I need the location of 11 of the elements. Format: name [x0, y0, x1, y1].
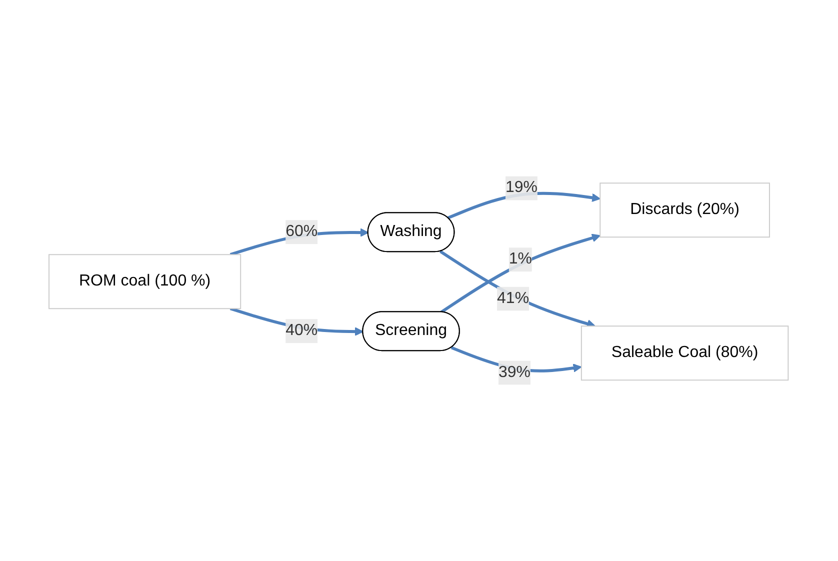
edge-label: 60% — [286, 223, 318, 240]
node-box: Discards (20%) — [600, 182, 770, 238]
edge-label: 19% — [506, 179, 538, 196]
edge-label: 1% — [509, 250, 532, 268]
edge-label: 41% — [497, 290, 530, 307]
node-box: Saleable Coal (80%) — [581, 326, 790, 381]
node-box: ROM coal (100 %) — [48, 254, 242, 310]
edge-label: 40% — [286, 322, 318, 340]
arrow — [440, 250, 596, 328]
arrow — [440, 234, 601, 314]
edge-label: 39% — [498, 364, 531, 381]
